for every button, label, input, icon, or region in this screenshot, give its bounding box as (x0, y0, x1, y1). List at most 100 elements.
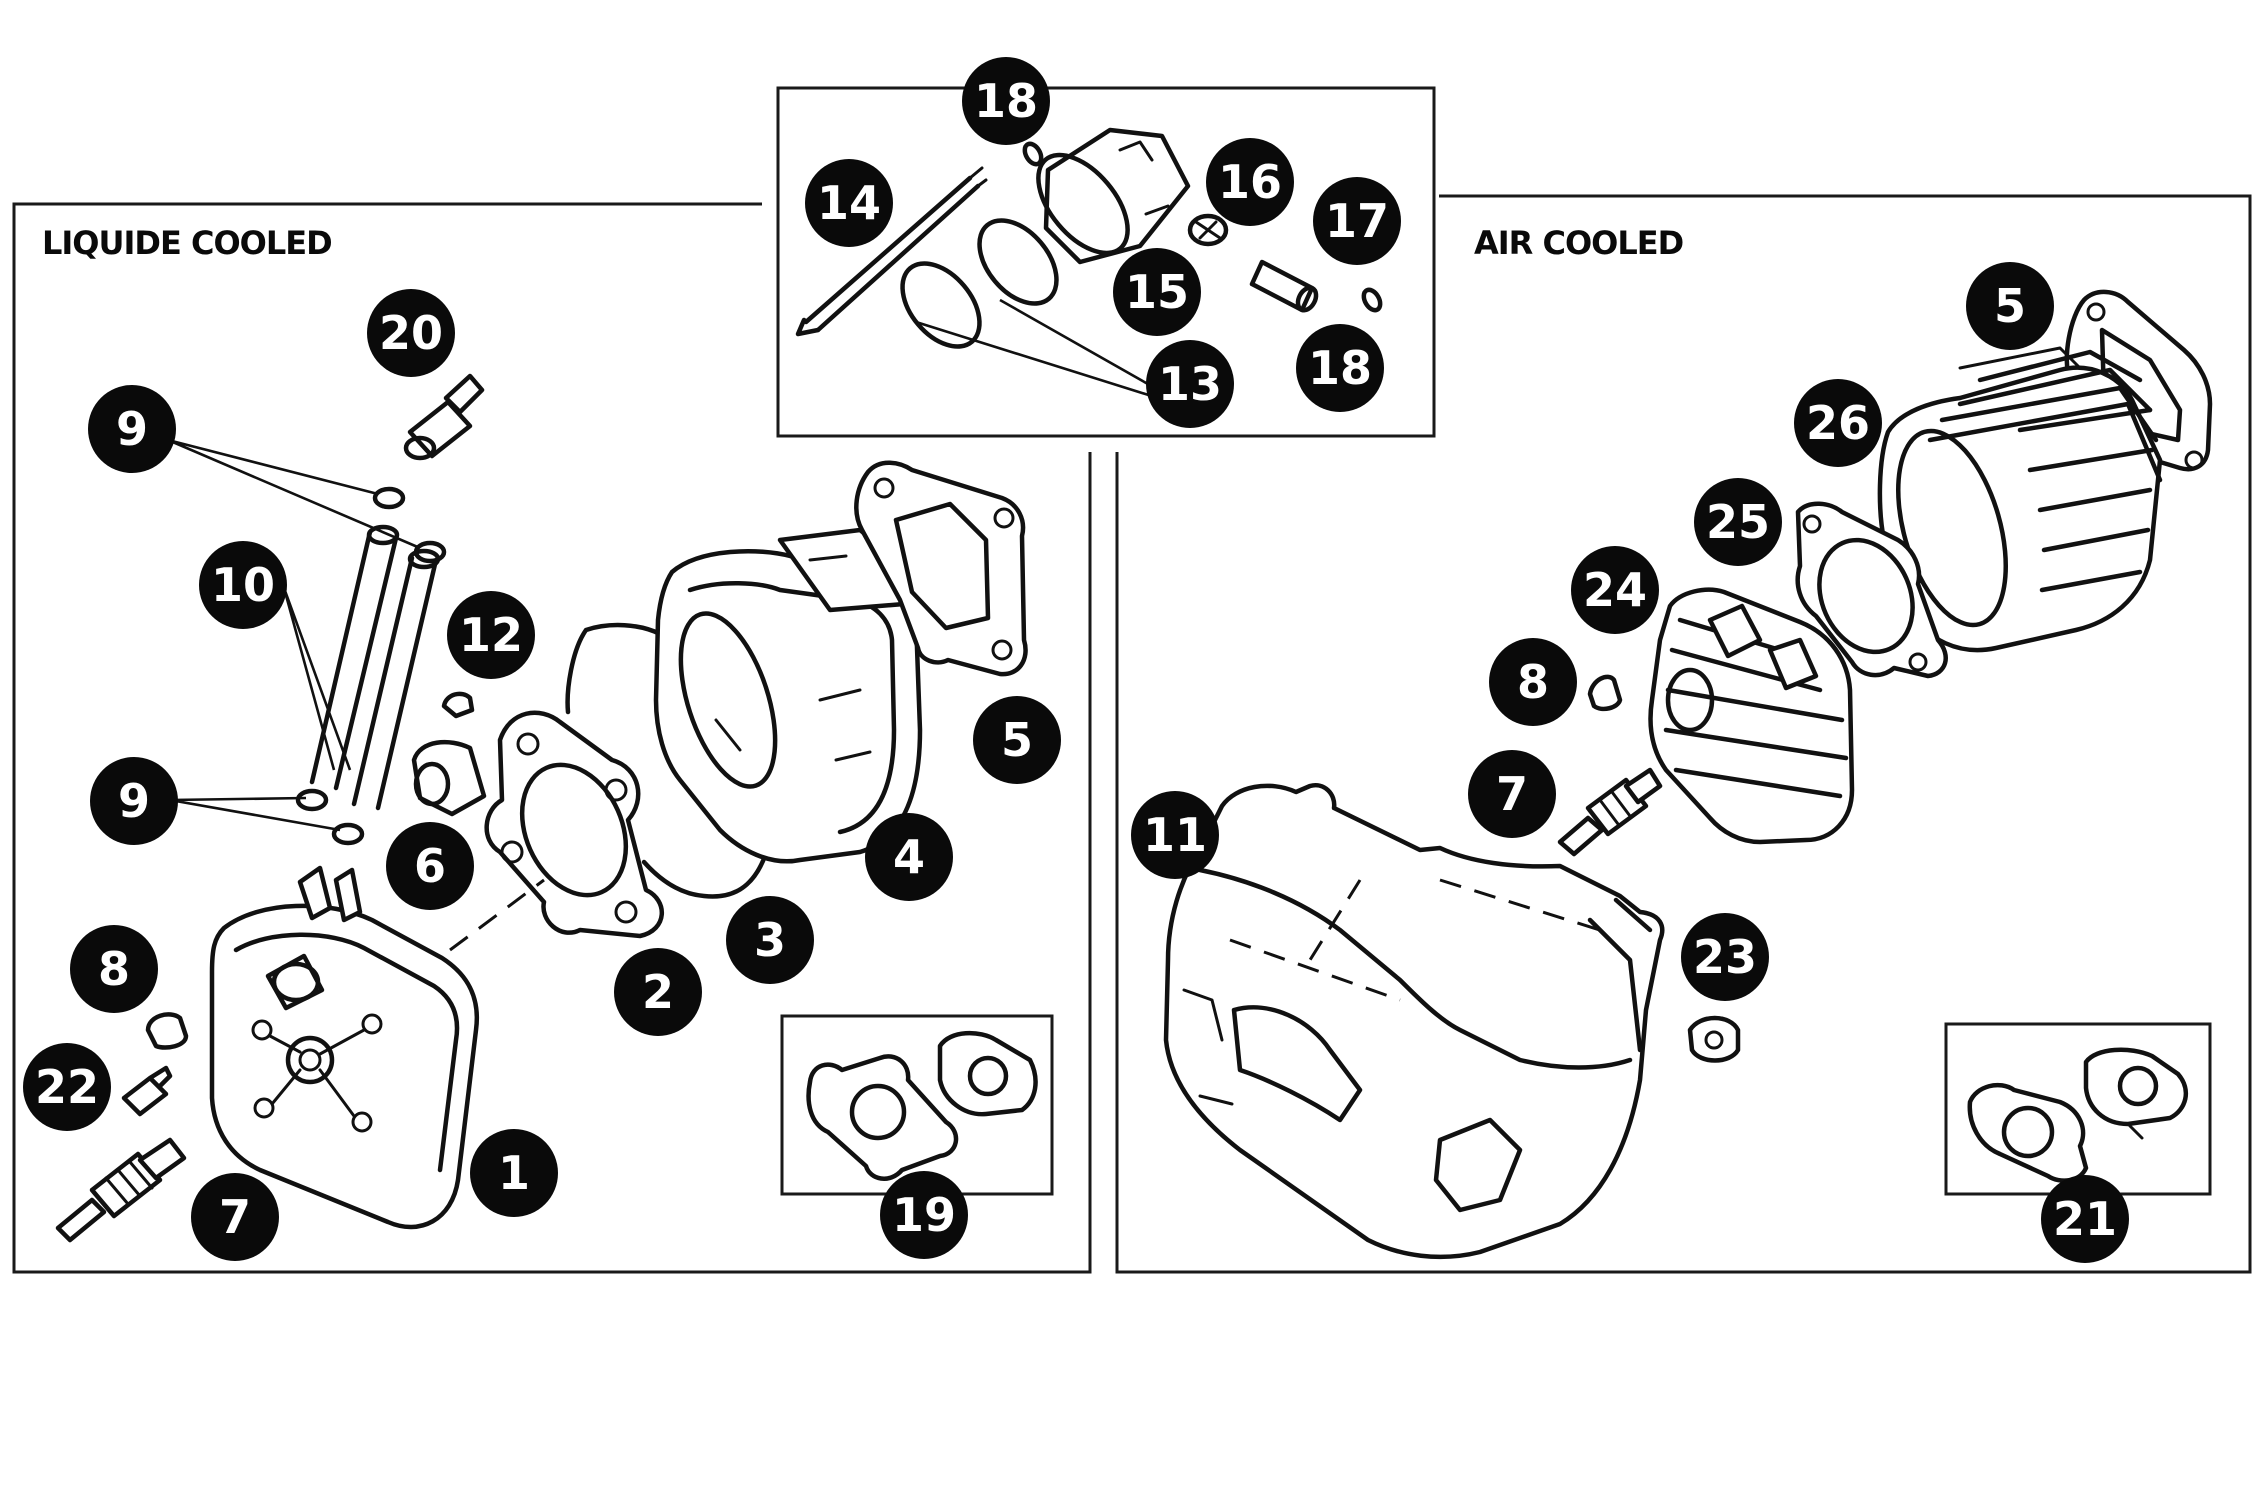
svg-text:12: 12 (459, 608, 523, 662)
callout-9-top: 9 (88, 385, 176, 473)
air-small-plug (1587, 674, 1623, 712)
circlip-bottom (1361, 287, 1383, 313)
liquid-cylinder-head (209, 865, 480, 1230)
panel-frames (12, 86, 2252, 1274)
head-assembly-axis (449, 878, 545, 952)
bleed-screw (441, 691, 475, 719)
svg-text:9: 9 (116, 402, 148, 456)
callout-7-air: 7 (1468, 750, 1556, 838)
svg-text:11: 11 (1143, 808, 1207, 862)
svg-text:7: 7 (219, 1190, 251, 1244)
callout-14: 14 (805, 159, 893, 247)
svg-text:26: 26 (1806, 396, 1870, 450)
svg-text:8: 8 (98, 942, 130, 996)
callout-5-liquid: 5 (973, 696, 1061, 784)
callout-4: 4 (865, 813, 953, 901)
svg-text:24: 24 (1583, 563, 1647, 617)
liquid-temp-sensor (121, 1065, 173, 1117)
callout-10: 10 (199, 541, 287, 629)
callout-6: 6 (386, 822, 474, 910)
svg-text:19: 19 (892, 1188, 956, 1242)
liquid-base-gasket (854, 460, 1028, 677)
callout-9-bottom: 9 (90, 757, 178, 845)
svg-text:17: 17 (1325, 194, 1389, 248)
callout-badges: 14 18 16 17 15 13 18 20 9 10 12 9 6 8 22… (23, 57, 2129, 1263)
svg-text:9: 9 (118, 774, 150, 828)
svg-text:22: 22 (35, 1060, 99, 1114)
air-cooled-title: AIR COOLED (1474, 224, 1683, 262)
callout-1: 1 (470, 1129, 558, 1217)
liquid-spark-plug (55, 1137, 187, 1243)
air-head-gasket (1795, 501, 1948, 679)
air-shroud-nut (1687, 1015, 1741, 1063)
svg-text:16: 16 (1218, 155, 1282, 209)
gudgeon-pin (1249, 259, 1319, 313)
liquid-cooled-title: LIQUIDE COOLED (42, 224, 332, 262)
callout-21: 21 (2041, 1175, 2129, 1263)
piston-kit-frame (776, 86, 1436, 438)
piston-rod-drawing (795, 166, 988, 337)
svg-text:25: 25 (1706, 495, 1770, 549)
coolant-fitting (403, 373, 485, 461)
leader-lines (167, 438, 421, 832)
svg-text:5: 5 (1994, 279, 2026, 333)
piston-ring-outer (900, 261, 982, 349)
callout-15: 15 (1113, 248, 1201, 336)
coolant-hoses (309, 524, 441, 811)
svg-text:18: 18 (974, 74, 1038, 128)
small-end-bearing (1187, 213, 1229, 247)
hose-clamp-bottom-b (331, 822, 365, 846)
piston-kit-parts (795, 127, 1383, 400)
callout-26: 26 (1794, 379, 1882, 467)
callout-7-liquid: 7 (191, 1173, 279, 1261)
svg-text:1: 1 (498, 1146, 530, 1200)
callout-19: 19 (880, 1171, 968, 1259)
thermostat-housing (411, 739, 487, 817)
svg-text:7: 7 (1496, 767, 1528, 821)
air-cylinder-head (1648, 587, 1855, 845)
svg-text:10: 10 (211, 558, 275, 612)
callout-22: 22 (23, 1043, 111, 1131)
svg-text:2: 2 (642, 965, 674, 1019)
svg-text:13: 13 (1158, 357, 1222, 411)
hose-clamp-top-a (372, 486, 406, 510)
svg-text:6: 6 (414, 839, 446, 893)
svg-text:8: 8 (1517, 655, 1549, 709)
callout-11: 11 (1131, 791, 1219, 879)
callout-18-top: 18 (962, 57, 1050, 145)
callout-8-air: 8 (1489, 638, 1577, 726)
piston-drawing (1036, 127, 1191, 265)
air-cooling-shroud (1163, 782, 1665, 1260)
air-gasket-set (1967, 1047, 2189, 1183)
svg-text:4: 4 (893, 830, 925, 884)
callout-25: 25 (1694, 478, 1782, 566)
callout-13: 13 (1146, 340, 1234, 428)
callout-16: 16 (1206, 138, 1294, 226)
liquid-cooled-frame (12, 202, 1092, 1274)
svg-text:15: 15 (1125, 265, 1189, 319)
callout-20: 20 (367, 289, 455, 377)
callout-5-air: 5 (1966, 262, 2054, 350)
hose-clamp-top-b (413, 540, 447, 564)
svg-text:23: 23 (1693, 930, 1757, 984)
air-spark-plug (1557, 767, 1663, 857)
svg-text:5: 5 (1001, 713, 1033, 767)
svg-text:14: 14 (817, 176, 881, 230)
liquid-cooled-parts (55, 373, 1054, 1243)
callout-17: 17 (1313, 177, 1401, 265)
svg-text:21: 21 (2053, 1192, 2117, 1246)
callout-8-liquid: 8 (70, 925, 158, 1013)
liquid-head-gasket (484, 710, 664, 939)
liquid-cylinder (653, 527, 923, 864)
svg-text:20: 20 (379, 306, 443, 360)
svg-text:3: 3 (754, 913, 786, 967)
circlip-top (1022, 141, 1044, 167)
callout-3: 3 (726, 896, 814, 984)
hose-clamp-bottom-a (295, 788, 329, 812)
callout-18-bottom: 18 (1296, 324, 1384, 412)
callout-23: 23 (1681, 913, 1769, 1001)
piston-ring-inner (977, 218, 1059, 306)
callout-12: 12 (447, 591, 535, 679)
liquid-small-plug (145, 1012, 189, 1050)
